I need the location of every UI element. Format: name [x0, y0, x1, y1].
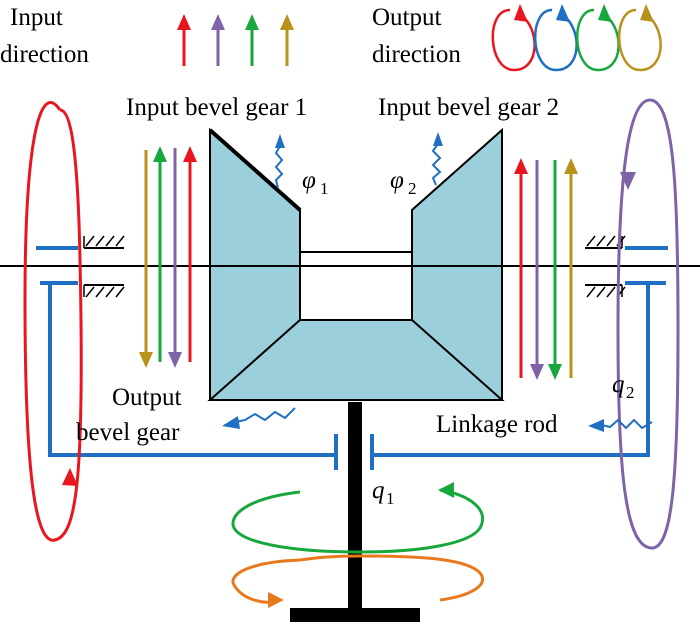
right-arrow-red-up	[514, 158, 528, 378]
right-arrow-green-down	[548, 160, 562, 380]
svg-text:2: 2	[408, 179, 417, 198]
svg-text:φ: φ	[390, 167, 404, 194]
legend-input-arrow-purple	[211, 14, 225, 66]
label-linkage-rod: Linkage rod	[436, 411, 558, 438]
bearing-left	[36, 235, 125, 298]
label-input-bevel-gear-2: Input bevel gear 2	[378, 94, 559, 121]
legend-output-line1: Output	[372, 4, 442, 31]
legend-input-line2: direction	[0, 41, 89, 68]
legend-input-arrow-red	[177, 14, 191, 66]
legend-input-line1: Input	[10, 4, 63, 31]
rotation-loop-red-left	[23, 101, 83, 542]
svg-text:q: q	[372, 477, 385, 504]
symbol-q-1: q 1	[372, 477, 395, 508]
legend-input: Input direction	[0, 4, 294, 68]
legend-output-line2: direction	[372, 41, 461, 68]
legend-input-arrow-green	[245, 14, 259, 66]
vertical-shaft	[290, 402, 420, 622]
svg-text:1: 1	[320, 179, 329, 198]
legend-output-rotation-green	[575, 4, 620, 72]
symbol-q-2: q 2	[612, 371, 635, 402]
pointer-linkage-rod	[588, 418, 653, 432]
legend-output-rotation-red	[491, 4, 536, 72]
left-arrow-red-up	[183, 146, 197, 362]
label-output-gear-line2: bevel gear	[76, 419, 180, 446]
legend-output: Output direction	[372, 4, 662, 72]
legend-input-arrow-gold	[280, 14, 294, 66]
pointer-gear2	[431, 132, 443, 186]
left-arrow-gold-down	[139, 150, 153, 368]
pointer-output-gear	[222, 407, 296, 429]
rotation-loop-purple-right	[616, 98, 680, 550]
symbol-phi-2: φ 2	[390, 167, 417, 198]
right-arrow-purple-down	[530, 160, 544, 380]
rotation-loop-green-horizontal	[231, 482, 484, 554]
left-arrow-purple-down	[168, 148, 182, 368]
legend-output-rotation-blue	[533, 4, 578, 72]
label-output-gear-line1: Output	[112, 384, 182, 411]
gear-hub-center	[210, 251, 502, 321]
svg-text:φ: φ	[302, 167, 316, 194]
left-arrow-green-up	[153, 146, 167, 362]
legend-output-rotation-gold	[617, 4, 662, 72]
svg-text:2: 2	[626, 383, 635, 402]
svg-text:q: q	[612, 371, 625, 398]
label-input-bevel-gear-1: Input bevel gear 1	[126, 94, 307, 121]
right-arrow-gold-up	[564, 158, 578, 378]
linkage-rod	[48, 283, 650, 470]
pointer-gear1	[274, 134, 285, 189]
symbol-phi-1: φ 1	[302, 167, 329, 198]
svg-text:1: 1	[386, 489, 395, 508]
rotation-loop-orange-horizontal	[231, 554, 484, 608]
